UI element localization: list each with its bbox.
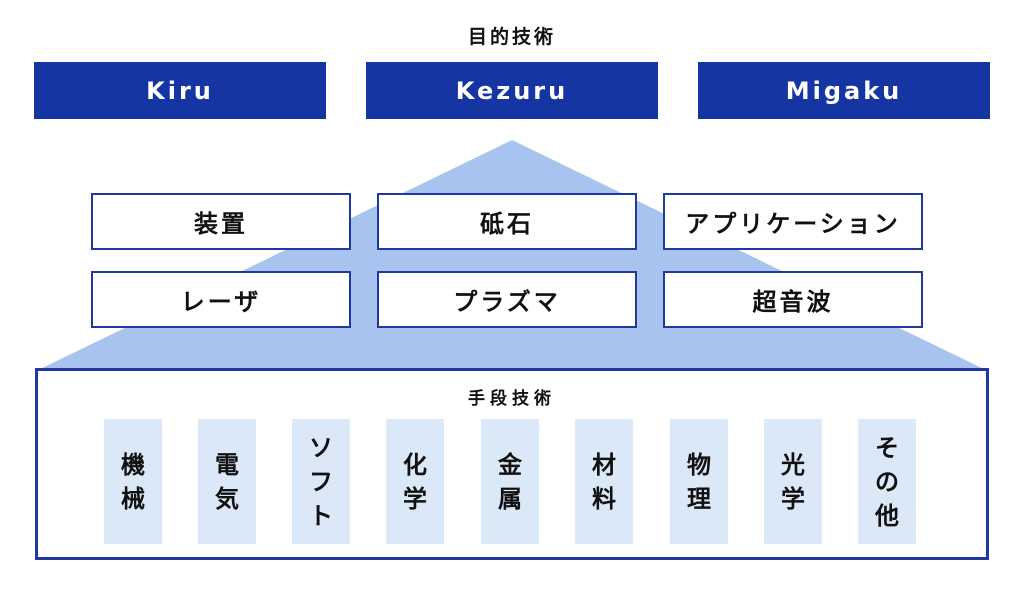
middle-box-plasma: プラズマ: [377, 271, 637, 328]
means-column-chemistry: 化 学: [386, 419, 444, 544]
column-char: そ: [875, 433, 899, 462]
means-column-electricity: 電 気: [198, 419, 256, 544]
means-column-materials: 材 料: [575, 419, 633, 544]
middle-box-ultrasonic: 超音波: [663, 271, 923, 328]
column-char: 学: [403, 484, 427, 513]
column-char: 機: [121, 450, 145, 479]
column-char: 物: [687, 450, 711, 479]
goal-technology-heading: 目的技術: [467, 26, 556, 48]
middle-box-application: アプリケーション: [663, 193, 923, 250]
column-char: 料: [592, 484, 616, 513]
means-technology-heading: 手段技術: [468, 389, 556, 409]
column-char: ソ: [309, 433, 333, 462]
column-char: 電: [215, 450, 239, 479]
goal-box-kezuru: Kezuru: [366, 62, 658, 119]
column-char: 械: [121, 484, 145, 513]
means-column-other: そ の 他: [858, 419, 916, 544]
column-char: の: [875, 467, 899, 496]
middle-box-device: 装置: [91, 193, 351, 250]
column-char: 金: [498, 450, 522, 479]
column-char: 他: [875, 501, 899, 530]
goal-box-kiru: Kiru: [34, 62, 326, 119]
means-column-machinery: 機 械: [104, 419, 162, 544]
column-char: 材: [592, 450, 616, 479]
column-char: 理: [687, 484, 711, 513]
middle-box-laser: レーザ: [91, 271, 351, 328]
column-char: 光: [781, 450, 805, 479]
middle-box-grindstone: 砥石: [377, 193, 637, 250]
means-column-software: ソ フ ト: [292, 419, 350, 544]
means-column-metal: 金 属: [481, 419, 539, 544]
pyramid-shape: [36, 140, 988, 371]
column-char: 学: [781, 484, 805, 513]
means-column-optics: 光 学: [764, 419, 822, 544]
means-column-physics: 物 理: [670, 419, 728, 544]
column-char: 化: [403, 450, 427, 479]
column-char: 気: [215, 484, 239, 513]
goal-box-migaku: Migaku: [698, 62, 990, 119]
column-char: 属: [498, 484, 522, 513]
column-char: フ: [309, 467, 333, 496]
column-char: ト: [309, 501, 333, 530]
